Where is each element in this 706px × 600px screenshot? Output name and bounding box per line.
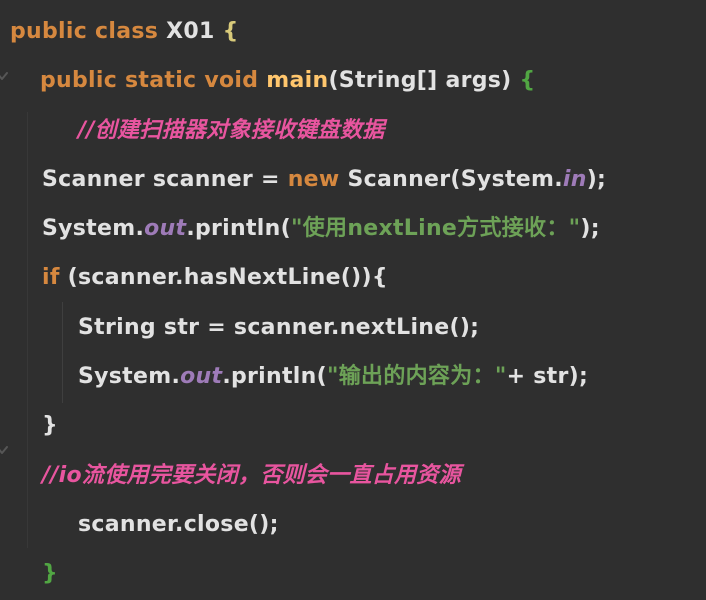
code-token-field: out bbox=[180, 364, 223, 390]
code-token-plain: Scanner scanner = bbox=[42, 166, 288, 192]
code-token-plain: ); bbox=[586, 166, 607, 192]
code-token-keyword: new bbox=[287, 166, 348, 192]
code-token-plain: scanner.close(); bbox=[78, 511, 279, 537]
code-token-keyword: if bbox=[42, 265, 68, 291]
code-token-plain: String str = scanner.nextLine(); bbox=[78, 314, 480, 340]
code-token-plain: (scanner.hasNextLine()){ bbox=[67, 265, 388, 291]
code-line: if (scanner.hasNextLine()){ bbox=[0, 253, 706, 302]
code-token-field: in bbox=[562, 166, 587, 192]
code-token-field: out bbox=[144, 216, 187, 242]
code-token-string: "使用nextLine方式接收：" bbox=[290, 216, 581, 242]
code-token-comment: //io流使用完要关闭，否则会一直占用资源 bbox=[42, 462, 462, 488]
indent-guide bbox=[27, 112, 28, 548]
code-token-plain: ); bbox=[580, 216, 600, 242]
code-line: Scanner scanner = new Scanner(System.in)… bbox=[0, 155, 706, 204]
code-area[interactable]: public class X01 {public static void mai… bbox=[0, 7, 706, 599]
code-token-method: main bbox=[266, 68, 329, 94]
code-token-brace_outer: { bbox=[222, 19, 239, 44]
code-token-keyword: public class bbox=[10, 19, 167, 44]
code-token-brace_method: } bbox=[42, 561, 58, 587]
code-line: scanner.close(); bbox=[0, 500, 706, 549]
code-token-plain: (String[] args) bbox=[328, 68, 520, 94]
code-token-plain: System. bbox=[42, 216, 145, 242]
code-line: public class X01 { bbox=[0, 7, 706, 56]
code-line: } bbox=[0, 549, 706, 598]
code-token-plain: X01 bbox=[166, 19, 223, 44]
code-token-plain: .println( bbox=[222, 364, 327, 390]
code-token-string: "输出的内容为：" bbox=[326, 364, 507, 390]
code-token-plain: System. bbox=[78, 364, 181, 390]
code-line: System.out.println("输出的内容为："+ str); bbox=[0, 352, 706, 401]
code-line: //创建扫描器对象接收键盘数据 bbox=[0, 106, 706, 155]
code-line: } bbox=[0, 401, 706, 450]
code-token-brace_method: { bbox=[519, 68, 536, 94]
code-token-plain: .println( bbox=[186, 216, 291, 242]
indent-guide bbox=[62, 302, 63, 403]
fold-arrow-icon[interactable] bbox=[0, 438, 9, 454]
code-line: //io流使用完要关闭，否则会一直占用资源 bbox=[0, 451, 706, 500]
code-line: String str = scanner.nextLine(); bbox=[0, 303, 706, 352]
code-line: public static void main(String[] args) { bbox=[0, 56, 706, 105]
code-token-comment: //创建扫描器对象接收键盘数据 bbox=[78, 117, 385, 143]
code-token-plain: } bbox=[42, 413, 58, 439]
code-token-keyword: public static void bbox=[40, 68, 267, 94]
code-token-plain: Scanner(System. bbox=[347, 166, 563, 192]
code-line: System.out.println("使用nextLine方式接收："); bbox=[0, 204, 706, 253]
code-token-plain: + str); bbox=[506, 364, 589, 390]
fold-arrow-icon[interactable] bbox=[0, 64, 9, 80]
